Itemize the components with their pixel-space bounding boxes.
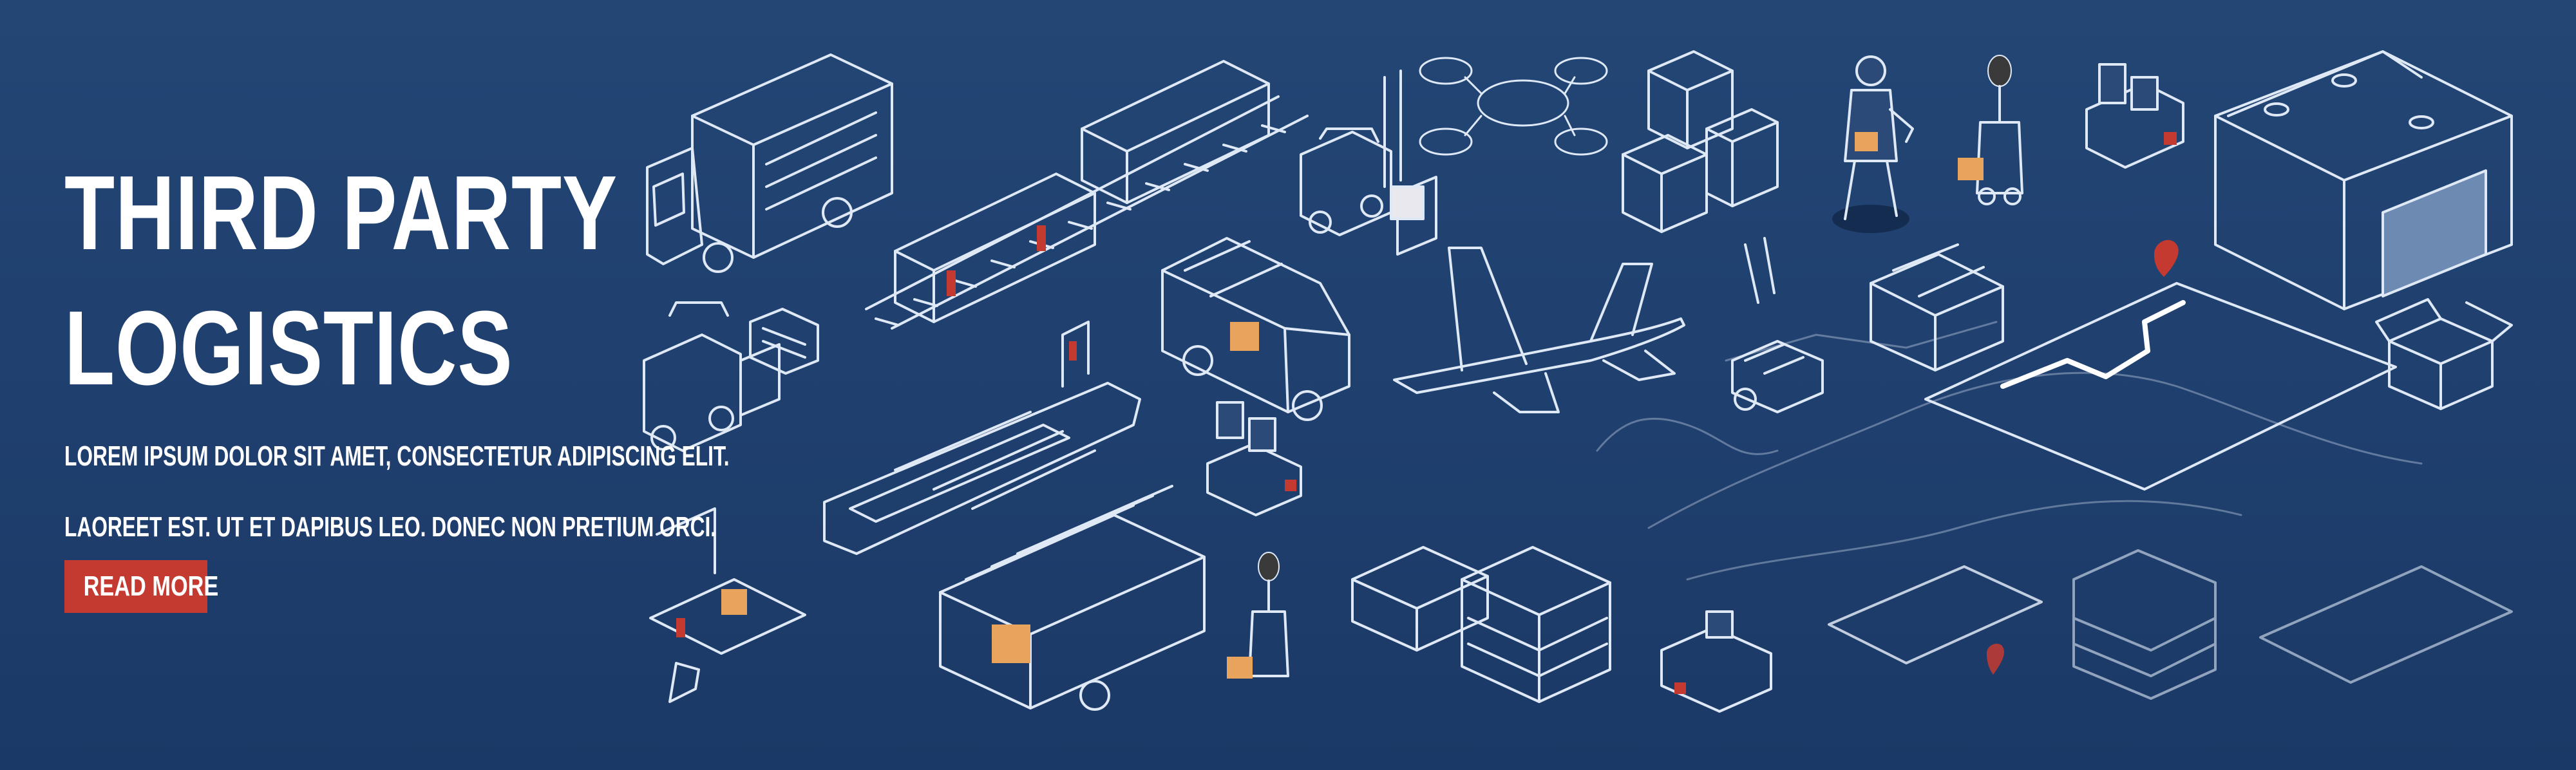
- delivery-robot-icon: [1660, 610, 1772, 713]
- location-pin-icon: [1987, 643, 2005, 675]
- stacked-boxes-icon: [1622, 50, 1779, 233]
- delivery-robot-icon: [1227, 552, 1289, 679]
- pallet-stack-icon: [1870, 243, 2004, 371]
- read-more-label: READ MORE: [83, 570, 219, 602]
- description-line-1: LOREM IPSUM DOLOR SIT AMET, CONSECTETUR …: [64, 440, 730, 472]
- cargo-van-icon: [1161, 237, 1350, 421]
- drone-icon: [1419, 57, 1608, 156]
- page-title-line-1: THIRD PARTY: [64, 154, 618, 272]
- pallet-stack-icon: [2072, 549, 2513, 700]
- delivery-robot-icon: [2085, 63, 2184, 169]
- freight-train-icon: [865, 60, 1309, 330]
- world-map-route-icon: [1596, 321, 2423, 581]
- loaded-trailer-icon: [939, 485, 1206, 711]
- location-pin-icon: [2154, 239, 2179, 277]
- courier-icon: [1832, 55, 1914, 233]
- cargo-ship-icon: [823, 321, 1141, 555]
- page-title-line-2: LOGISTICS: [64, 289, 513, 407]
- pallet-stack-icon: [1351, 546, 1611, 703]
- tablet-map-icon: [1828, 565, 2043, 675]
- warehouse-icon: [2214, 50, 2513, 310]
- delivery-robot-icon: [1958, 55, 2023, 205]
- open-box-icon: [2375, 298, 2513, 410]
- airplane-icon: [1393, 247, 1685, 413]
- hand-truck-icon: [1731, 237, 1824, 413]
- tablet-map-icon: [1924, 239, 2397, 491]
- read-more-button[interactable]: READ MORE: [64, 560, 218, 613]
- forklift-icon: [1300, 70, 1437, 256]
- description-line-2: LAOREET EST. UT ET DAPIBUS LEO. DONEC NO…: [64, 511, 717, 543]
- delivery-robot-icon: [1206, 401, 1302, 516]
- pallet-forklift-icon: [643, 301, 819, 452]
- conveyor-robot-arm-icon: [649, 507, 806, 703]
- box-truck-icon: [646, 53, 893, 273]
